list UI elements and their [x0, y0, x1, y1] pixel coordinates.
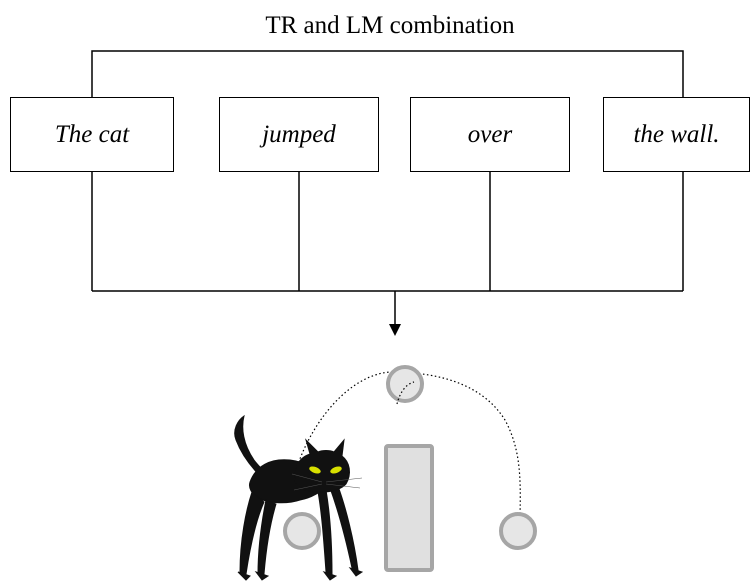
- start-ball: [283, 512, 321, 550]
- word-box-the-cat: The cat: [10, 97, 174, 172]
- diagram-title: TR and LM combination: [265, 12, 515, 39]
- wall: [384, 444, 434, 572]
- word-box-over: over: [410, 97, 570, 172]
- end-ball: [499, 512, 537, 550]
- cat-whiskers: [291, 473, 363, 491]
- top-bracket-line: [91, 50, 684, 97]
- cat-head: [294, 438, 350, 493]
- word-box-jumped: jumped: [219, 97, 379, 172]
- cat-front-leg-2: [329, 485, 359, 571]
- word-box-the-wall: the wall.: [603, 97, 750, 172]
- top-ball-trail: [396, 381, 415, 405]
- cat-front-leg: [317, 489, 333, 575]
- cat-left-eye: [309, 466, 321, 474]
- top-ball: [386, 365, 424, 403]
- cat-back-leg-2: [257, 499, 277, 575]
- black-cat: [234, 414, 364, 581]
- cat-feet: [237, 567, 364, 581]
- down-arrow-head: [389, 324, 401, 336]
- cat-right-eye: [330, 466, 342, 474]
- cat-back-leg: [239, 491, 265, 575]
